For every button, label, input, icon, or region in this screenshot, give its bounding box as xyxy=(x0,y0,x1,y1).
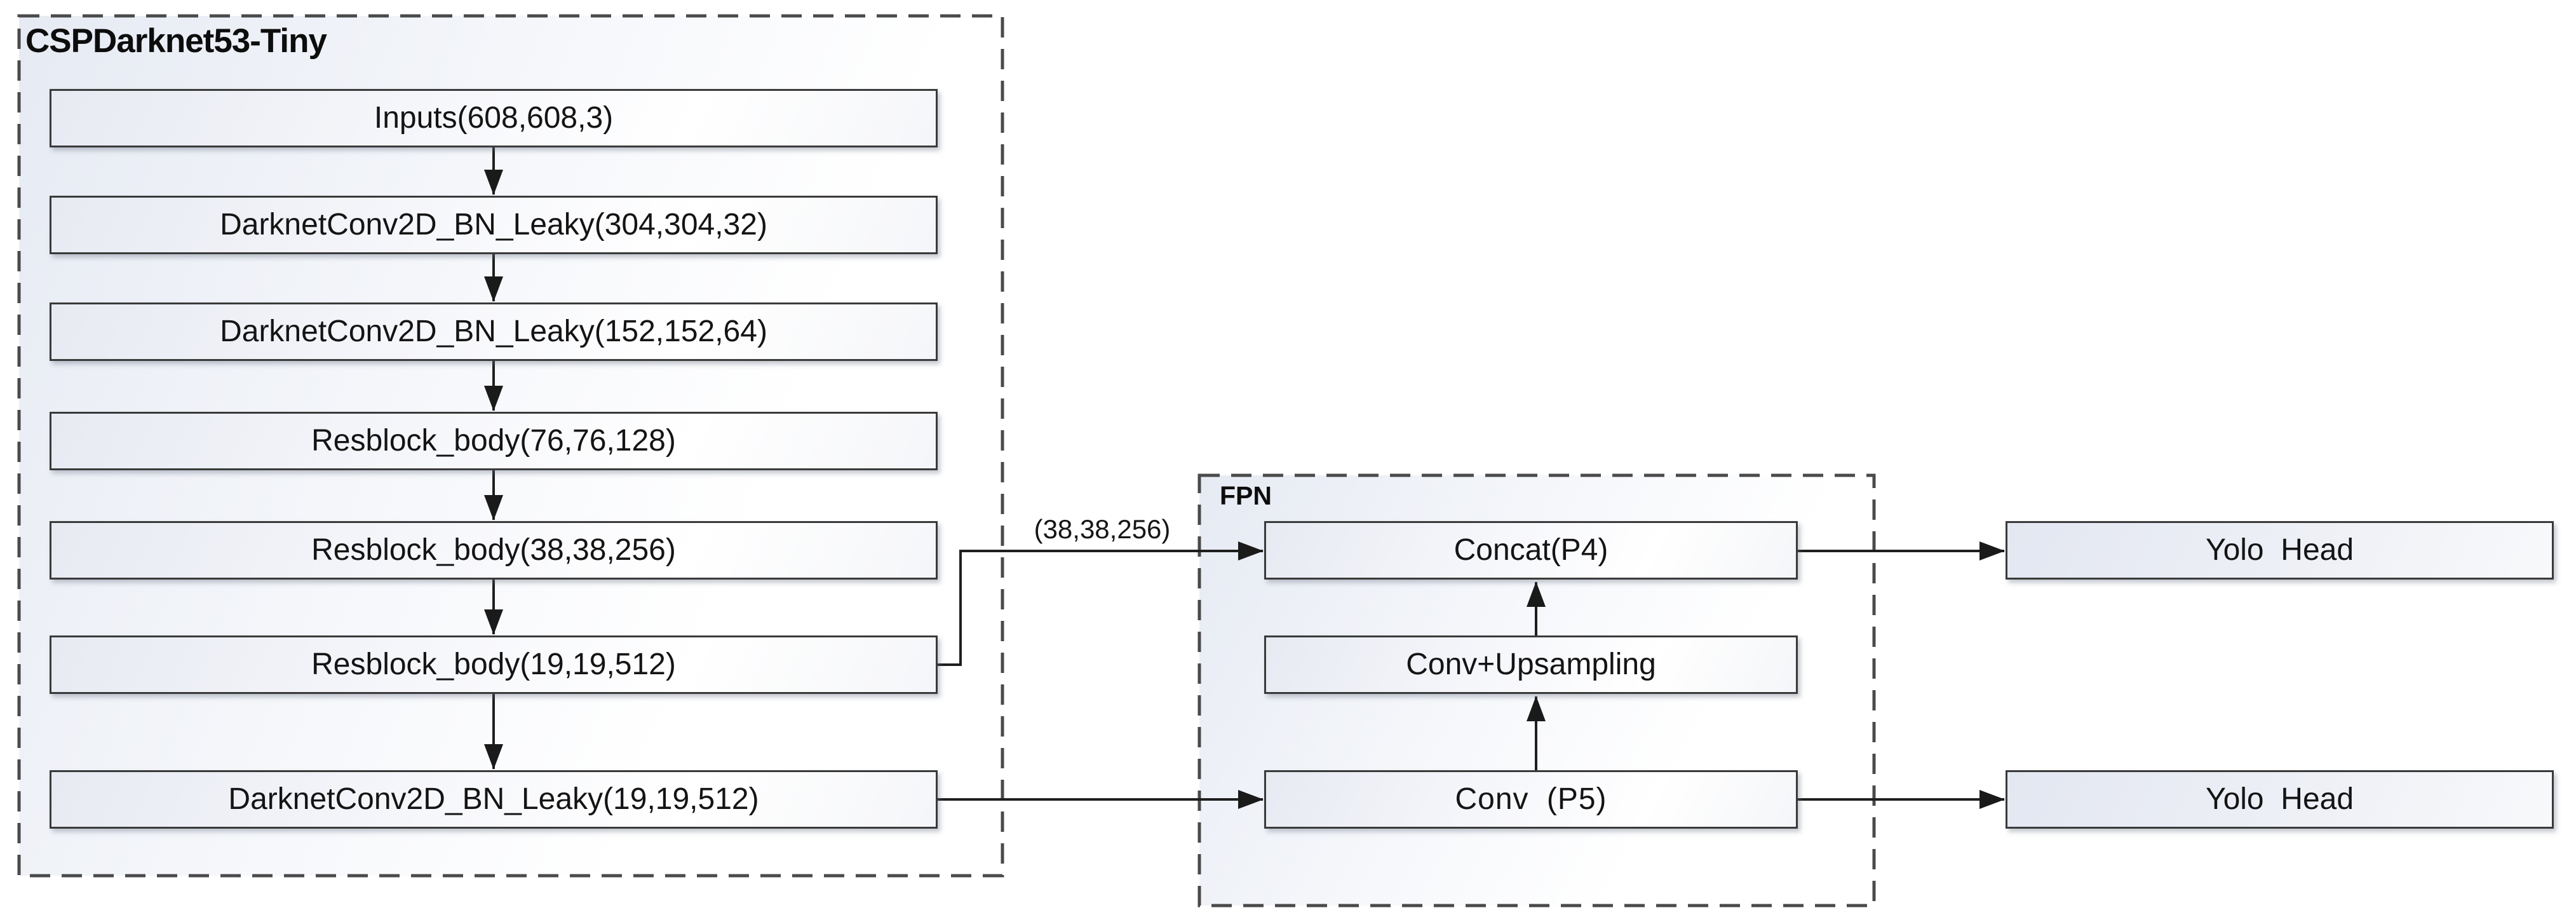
connector-skip-resblock19-to-concat xyxy=(938,541,1264,666)
node-conv-p5: Conv (P5) xyxy=(1264,770,1798,829)
fpn-group-title: FPN xyxy=(1220,481,1272,510)
node-yolo-head-2: Yolo Head xyxy=(2006,770,2554,829)
node-label: Resblock_body(76,76,128) xyxy=(311,424,676,458)
node-label: Inputs(608,608,3) xyxy=(374,101,614,135)
node-label: DarknetConv2D_BN_Leaky(152,152,64) xyxy=(220,315,767,348)
node-label: DarknetConv2D_BN_Leaky(304,304,32) xyxy=(220,208,767,241)
node-label: Conv+Upsampling xyxy=(1406,648,1656,681)
node-resblock-body-38: Resblock_body(38,38,256) xyxy=(50,521,938,580)
node-resblock-body-76: Resblock_body(76,76,128) xyxy=(50,412,938,470)
node-darknetconv2d-bn-leaky-152: DarknetConv2D_BN_Leaky(152,152,64) xyxy=(50,302,938,361)
node-inputs: Inputs(608,608,3) xyxy=(50,89,938,147)
node-label: Resblock_body(38,38,256) xyxy=(311,533,676,567)
node-darknetconv2d-bn-leaky-19: DarknetConv2D_BN_Leaky(19,19,512) xyxy=(50,770,938,829)
node-label: Yolo Head xyxy=(2205,782,2354,816)
node-label: DarknetConv2D_BN_Leaky(19,19,512) xyxy=(228,782,759,816)
node-resblock-body-19: Resblock_body(19,19,512) xyxy=(50,635,938,694)
csp-group-title: CSPDarknet53-Tiny xyxy=(25,22,327,60)
node-yolo-head-1: Yolo Head xyxy=(2006,521,2554,580)
node-darknetconv2d-bn-leaky-304: DarknetConv2D_BN_Leaky(304,304,32) xyxy=(50,196,938,254)
node-label: Resblock_body(19,19,512) xyxy=(311,648,676,681)
node-conv-upsampling: Conv+Upsampling xyxy=(1264,635,1798,694)
node-label: Yolo Head xyxy=(2205,533,2354,567)
edge-label-38-38-256: (38,38,256) xyxy=(1034,514,1171,544)
node-label: Concat(P4) xyxy=(1453,533,1608,567)
node-label: Conv (P5) xyxy=(1455,782,1607,816)
node-concat-p4: Concat(P4) xyxy=(1264,521,1798,580)
